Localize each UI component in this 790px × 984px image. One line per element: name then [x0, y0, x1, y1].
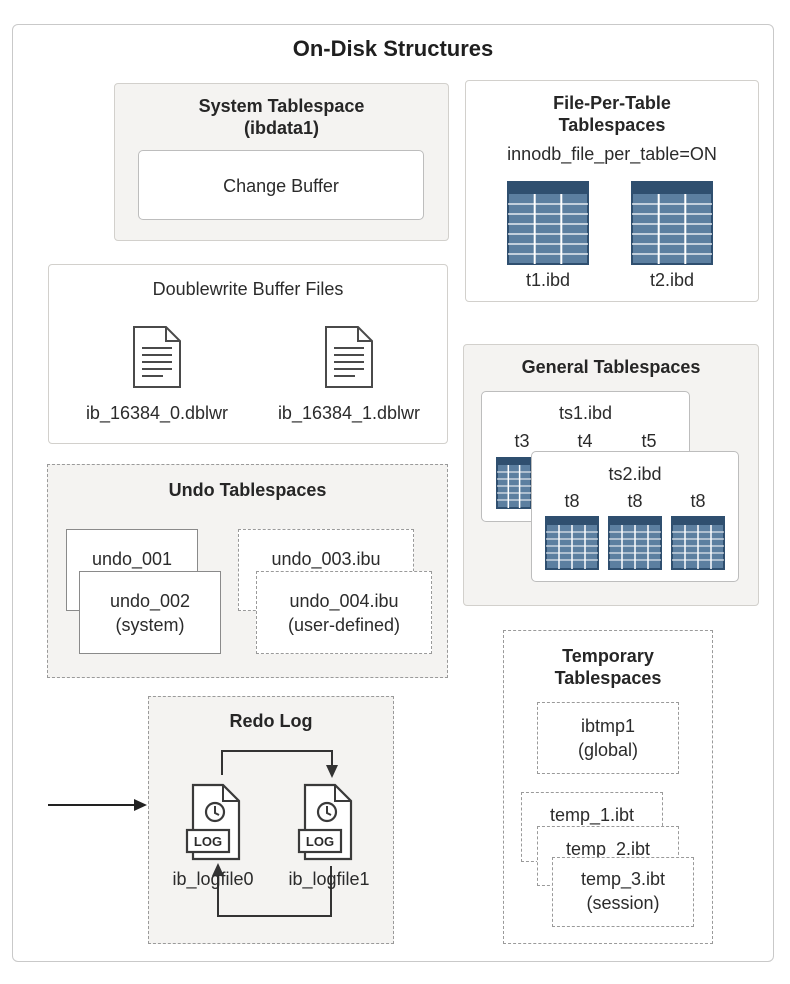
redo-backward-arrow	[212, 863, 332, 917]
table-icon	[608, 516, 662, 570]
document-icon	[133, 326, 181, 388]
diagram-title: On-Disk Structures	[292, 36, 494, 61]
system-tablespace-file: (ibdata1)	[243, 118, 319, 138]
log-badge: LOG	[194, 834, 222, 849]
file-per-table-setting: innodb_file_per_table=ON	[507, 144, 717, 164]
ts1-table-label: t4	[577, 431, 593, 451]
log-file-icon: LOG	[185, 783, 241, 861]
doublewrite-panel	[48, 264, 448, 444]
undo-001-label: undo_001	[91, 549, 173, 569]
ts2-table-label: t8	[690, 491, 706, 511]
table-icon	[631, 181, 713, 265]
undo-004-box	[256, 571, 432, 654]
undo-003-label: undo_003.ibu	[271, 549, 381, 569]
file-per-table-subtitle: Tablespaces	[558, 115, 666, 135]
general-tablespaces-title: General Tablespaces	[521, 357, 701, 377]
ibtmp1-label: ibtmp1	[580, 716, 636, 736]
ts2-table-label: t8	[564, 491, 580, 511]
undo-002-label: undo_002	[109, 591, 191, 611]
temp-3-box	[552, 857, 694, 927]
table-icon	[671, 516, 725, 570]
undo-004-label: undo_004.ibu	[289, 591, 399, 611]
doublewrite-file-label: ib_16384_1.dblwr	[277, 403, 421, 423]
doublewrite-file-label: ib_16384_0.dblwr	[85, 403, 229, 423]
document-icon	[325, 326, 373, 388]
file-per-table-title: File-Per-Table	[553, 93, 671, 113]
ibtmp1-kind: (global)	[577, 740, 639, 760]
log-file-icon: LOG	[297, 783, 353, 861]
table-file-label: t1.ibd	[525, 270, 571, 290]
redo-log-title: Redo Log	[229, 711, 313, 731]
change-buffer-label: Change Buffer	[223, 176, 339, 196]
ts2-label: ts2.ibd	[608, 464, 662, 484]
ibtmp1-box	[537, 702, 679, 774]
undo-002-box	[79, 571, 221, 654]
temp-3-kind: (session)	[586, 893, 660, 913]
ts1-table-label: t5	[641, 431, 657, 451]
undo-002-kind: (system)	[115, 615, 185, 635]
system-tablespace-title: System Tablespace	[198, 96, 365, 116]
change-buffer-box	[138, 150, 424, 220]
undo-tablespaces-title: Undo Tablespaces	[168, 480, 327, 500]
table-file-label: t2.ibd	[649, 270, 695, 290]
temporary-tablespaces-title: Temporary	[562, 646, 654, 666]
redo-log-panel	[148, 696, 394, 944]
log-badge: LOG	[306, 834, 334, 849]
ts2-table-label: t8	[627, 491, 643, 511]
temp-1-label: temp_1.ibt	[549, 805, 635, 825]
doublewrite-title: Doublewrite Buffer Files	[152, 279, 344, 299]
ts1-label: ts1.ibd	[558, 403, 613, 423]
temp-2-label: temp_2.ibt	[565, 839, 651, 859]
log-file-label: ib_logfile1	[288, 869, 370, 889]
redo-forward-arrow	[221, 750, 338, 778]
table-icon	[545, 516, 599, 570]
temporary-tablespaces-subtitle: Tablespaces	[554, 668, 662, 688]
input-arrow	[48, 799, 147, 811]
table-icon	[507, 181, 589, 265]
log-file-label: ib_logfile0	[172, 869, 254, 889]
table-icon	[496, 457, 532, 509]
ts1-table-label: t3	[514, 431, 530, 451]
undo-004-kind: (user-defined)	[287, 615, 401, 635]
temp-3-label: temp_3.ibt	[580, 869, 666, 889]
